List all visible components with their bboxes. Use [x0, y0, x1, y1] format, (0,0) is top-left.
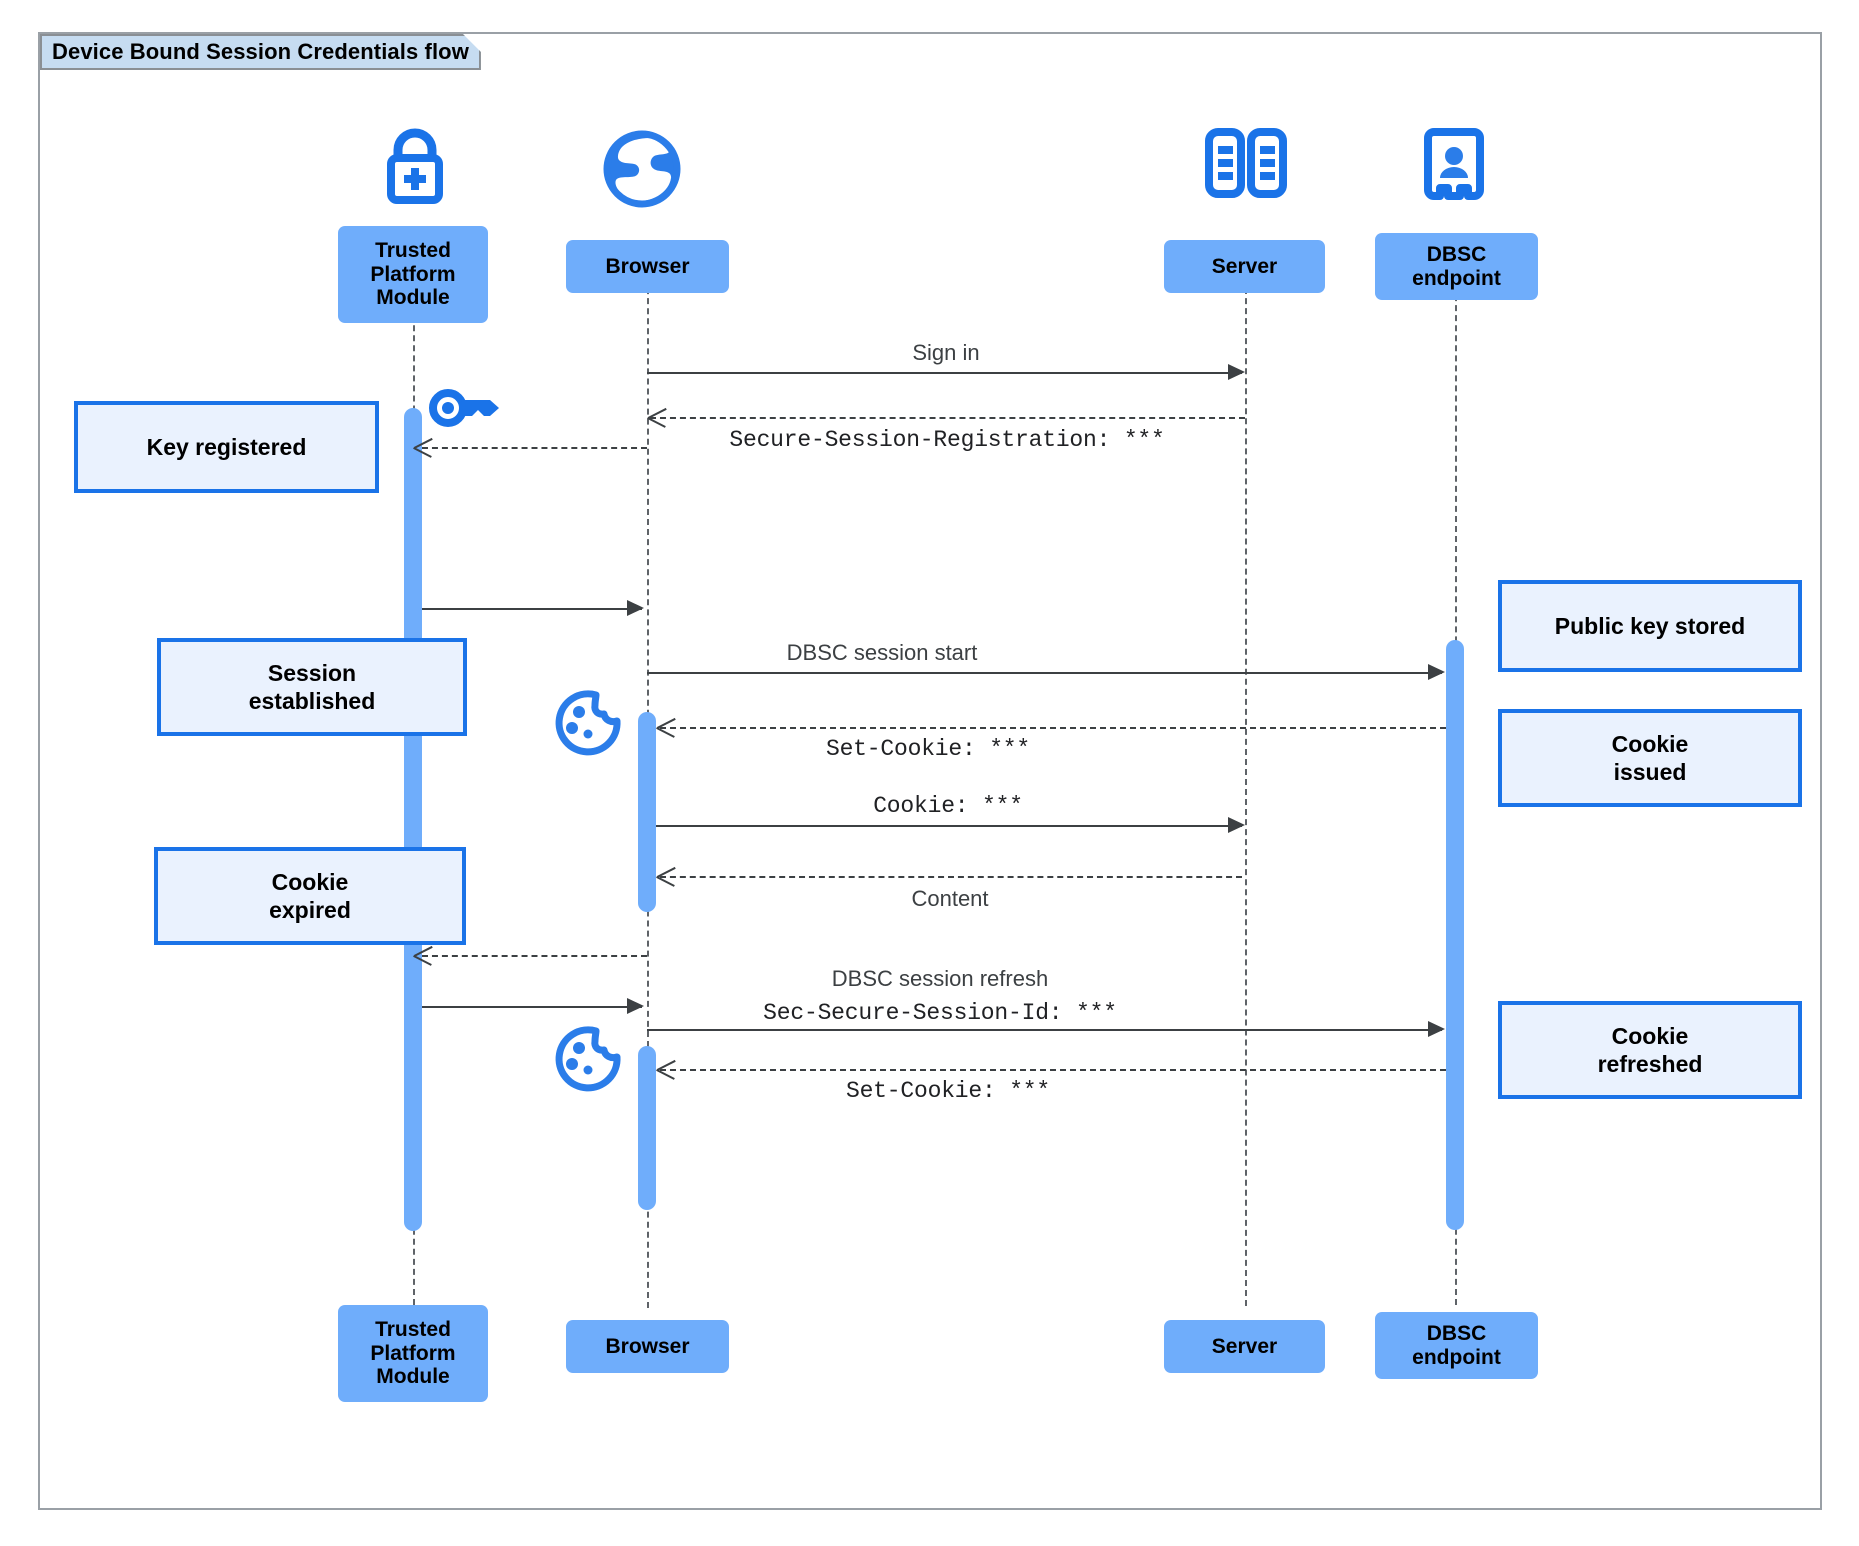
- arrowhead-dbsc-session-refresh: [1428, 1021, 1445, 1037]
- message-label-cookie: Cookie: ***: [873, 793, 1023, 819]
- key-icon: [428, 386, 503, 434]
- message-label-sec-secure-session-id: Sec-Secure-Session-Id: ***: [763, 1000, 1117, 1026]
- lifeline-server: [1245, 258, 1247, 1306]
- lock-plus-icon: [372, 128, 458, 204]
- message-label-content: Content: [911, 886, 989, 911]
- note-public-key-stored-text: Public key stored: [1554, 612, 1746, 639]
- arrowhead-set-cookie-2: [657, 1060, 675, 1078]
- message-line-secure-session-registration: [650, 417, 1245, 419]
- globe-icon: [603, 130, 681, 208]
- message-label-dbsc-session-start: DBSC session start: [786, 640, 978, 665]
- participant-browser-top[interactable]: Browser: [566, 240, 729, 293]
- arrowhead-tpm-to-browser-1: [627, 600, 644, 616]
- message-line-cookie: [656, 825, 1242, 827]
- participant-browser-label: Browser: [605, 254, 690, 278]
- cookie-icon: [552, 1026, 622, 1092]
- message-line-dbsc-session-refresh: [647, 1029, 1442, 1031]
- arrowhead-cookie: [1228, 817, 1245, 833]
- message-line-to-tpm-register: [422, 447, 647, 449]
- activation-bar-browser-1: [638, 712, 656, 912]
- activation-bar-tpm: [404, 408, 422, 1231]
- server-rack-icon: [1203, 128, 1289, 200]
- message-line-dbsc-session-start: [647, 672, 1442, 674]
- message-label-set-cookie-2: Set-Cookie: ***: [845, 1078, 1051, 1104]
- participant-server-top[interactable]: Server: [1164, 240, 1325, 293]
- arrowhead-sign-in: [1228, 364, 1245, 380]
- note-key-registered-text: Key registered: [146, 433, 307, 460]
- activation-bar-browser-2: [638, 1046, 656, 1210]
- arrowhead-content: [657, 867, 675, 885]
- diagram-title: Device Bound Session Credentials flow: [52, 39, 469, 64]
- note-public-key-stored: Public key stored: [1498, 580, 1802, 672]
- participant-browser-label-bottom: Browser: [605, 1334, 690, 1358]
- note-key-registered: Key registered: [74, 401, 379, 493]
- participant-server-label-bottom: Server: [1211, 1334, 1278, 1358]
- message-line-content: [660, 876, 1242, 878]
- arrowhead-to-tpm-register: [414, 438, 432, 456]
- arrowhead-set-cookie-1: [657, 718, 675, 736]
- message-line-tpm-to-browser-2: [422, 1006, 642, 1008]
- message-line-set-cookie-2: [660, 1069, 1446, 1071]
- arrowhead-secure-session-registration: [648, 408, 666, 426]
- message-label-sign-in: Sign in: [912, 340, 980, 365]
- id-badge-icon: [1420, 128, 1488, 204]
- message-line-sign-in: [647, 372, 1242, 374]
- message-line-set-cookie-1: [660, 727, 1446, 729]
- message-line-tpm-to-browser-1: [422, 608, 642, 610]
- arrowhead-dbsc-session-start: [1428, 664, 1445, 680]
- message-label-set-cookie-1: Set-Cookie: ***: [825, 736, 1031, 762]
- message-label-dbsc-session-refresh: DBSC session refresh: [831, 966, 1049, 991]
- participant-server-label: Server: [1211, 254, 1278, 278]
- message-line-to-tpm-refresh: [422, 955, 647, 957]
- activation-bar-dbsc: [1446, 640, 1464, 1230]
- arrowhead-to-tpm-refresh: [414, 946, 432, 964]
- participant-browser-bottom[interactable]: Browser: [566, 1320, 729, 1373]
- participant-server-bottom[interactable]: Server: [1164, 1320, 1325, 1373]
- diagram-title-tab: Device Bound Session Credentials flow: [40, 34, 481, 70]
- arrowhead-tpm-to-browser-2: [627, 998, 644, 1014]
- message-label-secure-session-registration: Secure-Session-Registration: ***: [729, 427, 1165, 453]
- cookie-icon: [552, 690, 622, 756]
